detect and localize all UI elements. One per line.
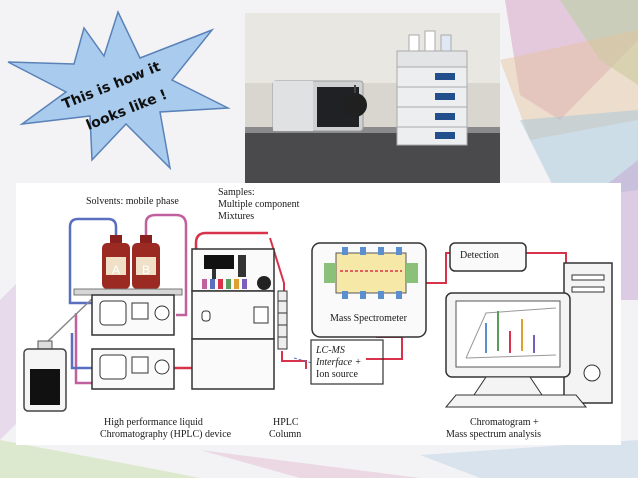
interface-label-line3: Ion source xyxy=(316,369,358,380)
computer-workstation xyxy=(444,262,613,408)
hplc-column xyxy=(277,290,288,350)
interface-box xyxy=(310,339,384,385)
hplc-column-label-line2: Column xyxy=(269,429,302,440)
analysis-label-line1: Chromatogram + xyxy=(470,417,539,428)
solvent-bottle-a xyxy=(102,235,130,289)
bottle-a-label: A xyxy=(112,263,121,277)
solvent-bottle-b xyxy=(132,235,160,289)
callout-star: This is how it looks like ! xyxy=(0,0,245,180)
lcms-schematic xyxy=(16,183,621,445)
detection-label: Detection xyxy=(460,250,499,261)
samples-label-line3: Mixtures xyxy=(218,211,255,222)
interface-label-line2: Interface + xyxy=(316,357,362,368)
analysis-label-line2: Mass spectrum analysis xyxy=(446,429,541,440)
star-shape xyxy=(7,9,231,171)
mass-spectrometer-label: Mass Spectrometer xyxy=(330,313,407,324)
interface-label-line1: LC-MS xyxy=(316,345,345,356)
hplc-column-label-line1: HPLC xyxy=(273,417,299,428)
waste-container xyxy=(23,340,67,412)
instrument-photo xyxy=(245,13,500,183)
bottle-b-label: B xyxy=(142,263,151,277)
solvents-label: Solvents: mobile phase xyxy=(86,196,179,207)
hplc-device-label-line2: Chromatography (HPLC) device xyxy=(100,429,232,440)
samples-label-line1: Samples: xyxy=(218,187,255,198)
samples-label-line2: Multiple component xyxy=(218,199,300,210)
hplc-device-label-line1: High performance liquid xyxy=(104,417,203,428)
